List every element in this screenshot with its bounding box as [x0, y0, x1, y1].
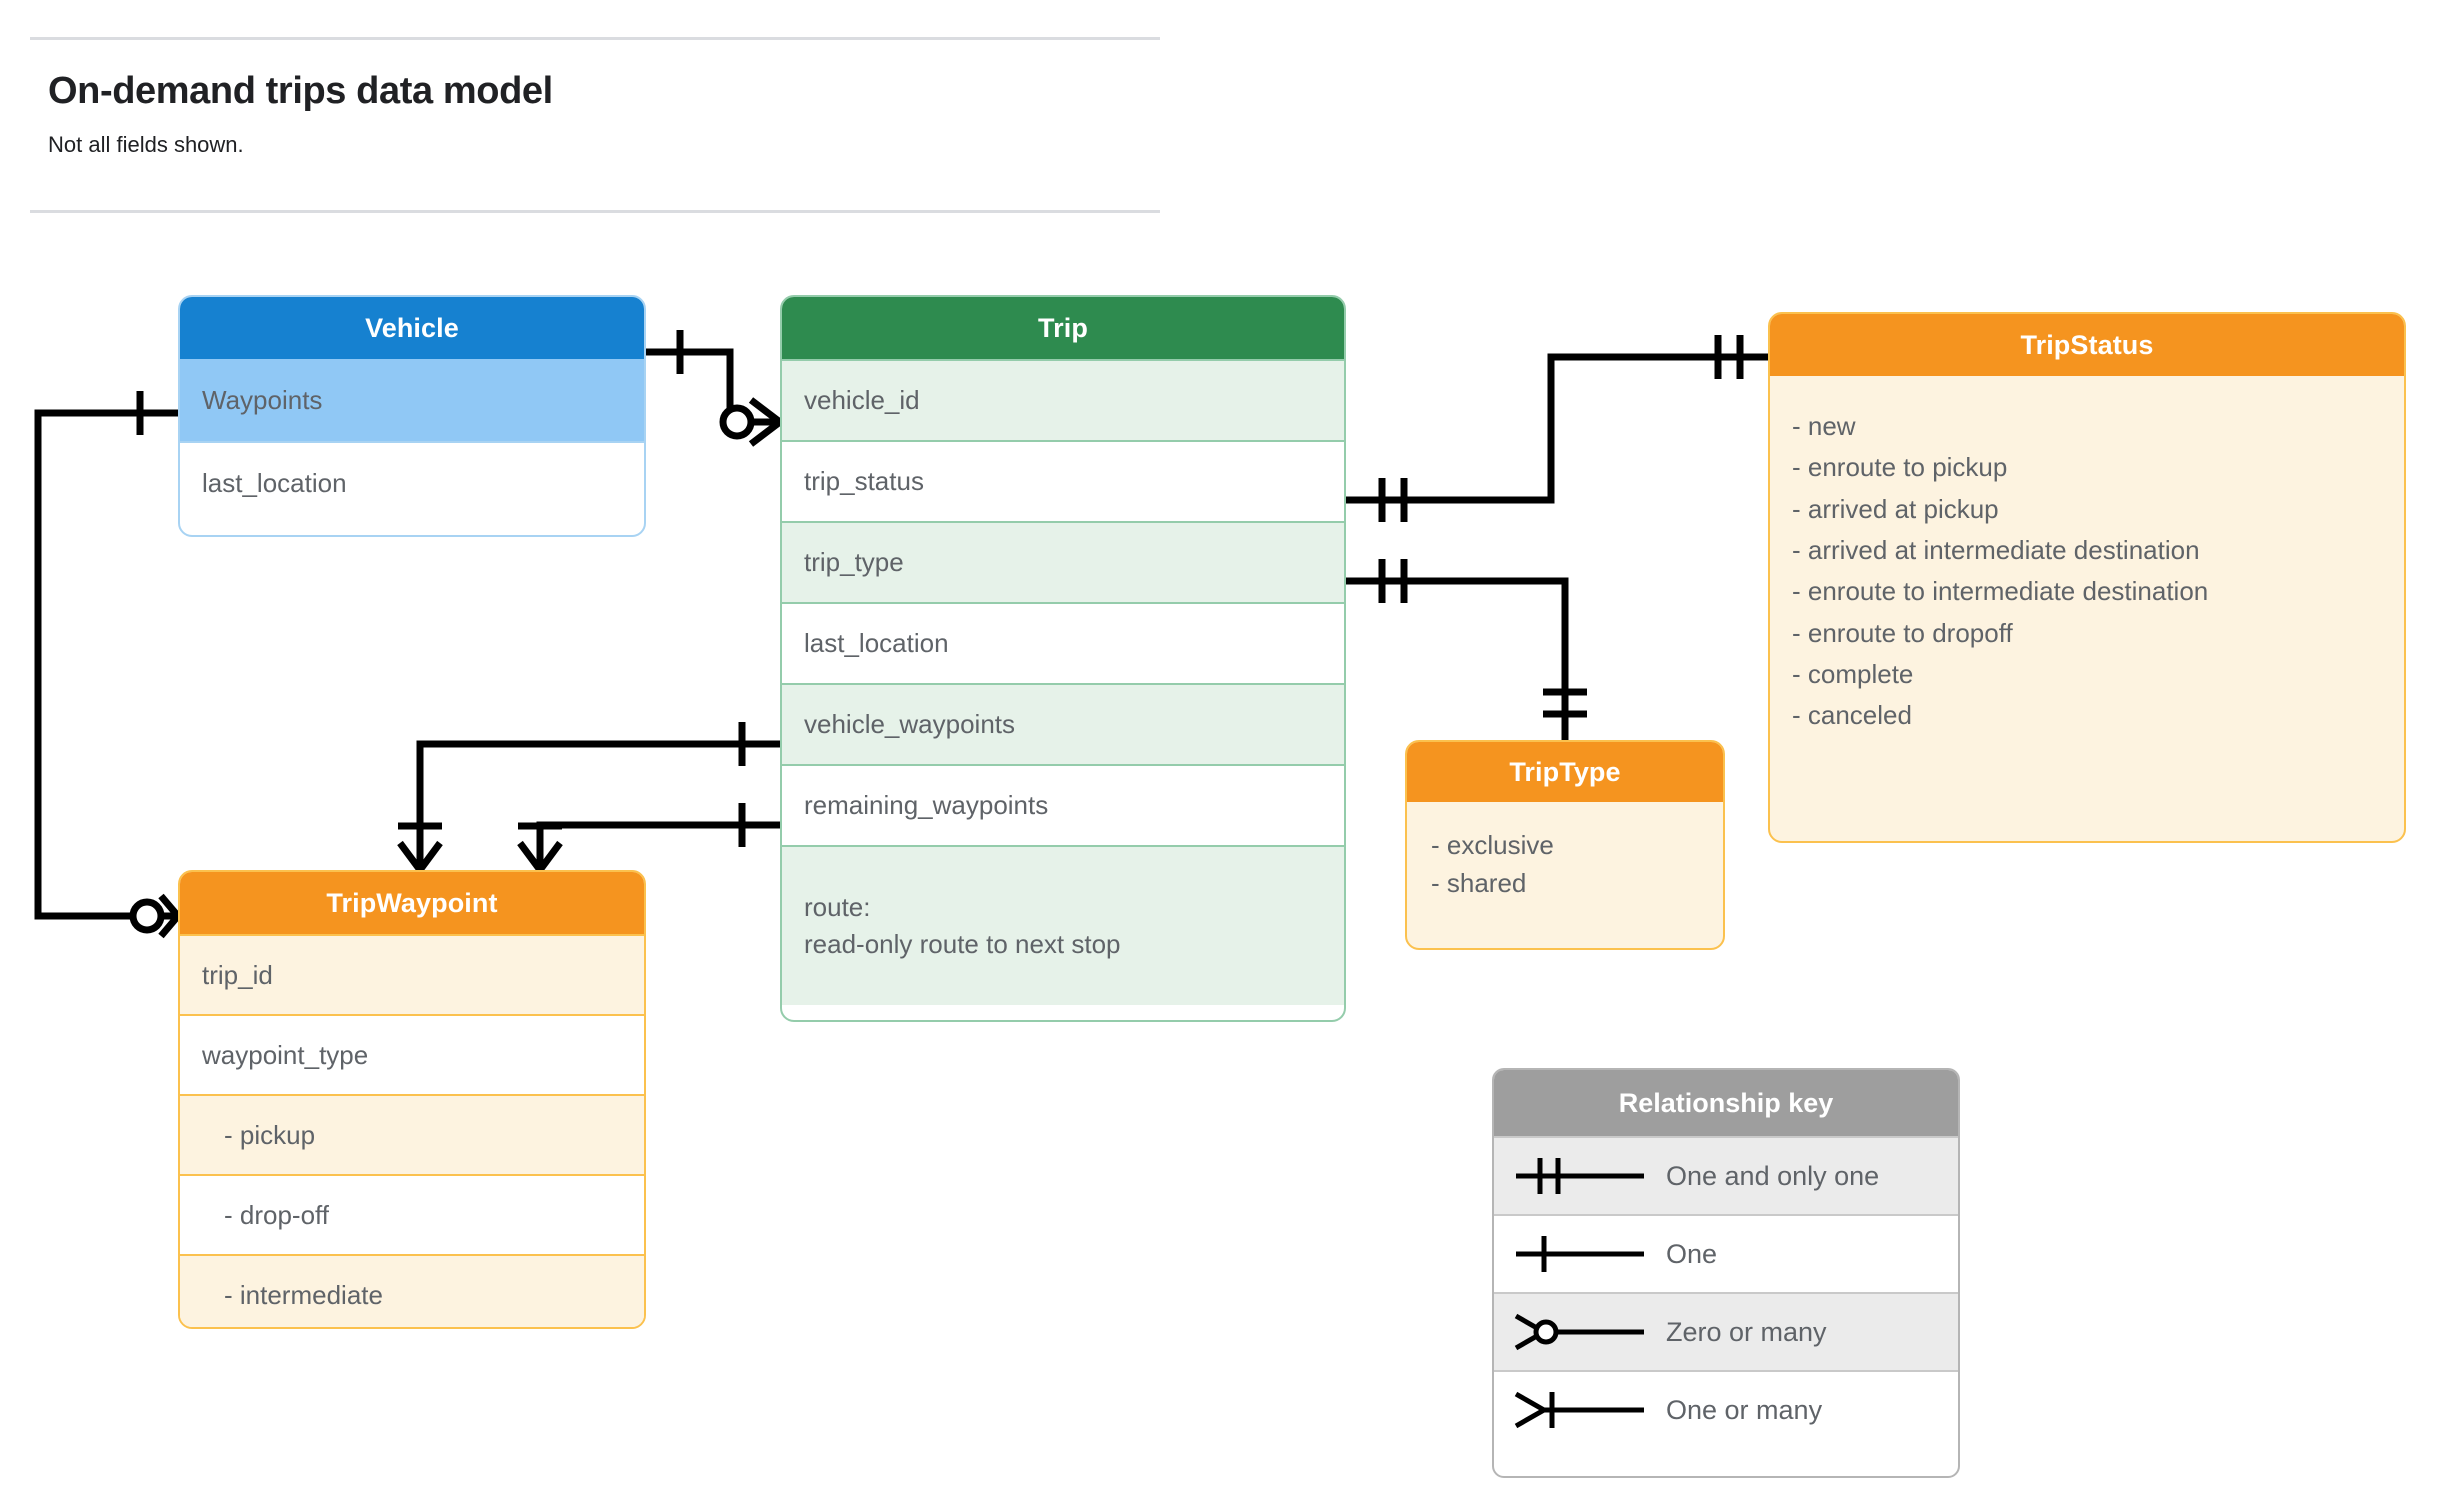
connector-vehicle-waypoints-field-to-tripwaypoint — [397, 722, 780, 873]
tripstatus-value: - enroute to pickup — [1792, 452, 2008, 483]
one-icon — [1494, 1230, 1666, 1278]
vehicle-field-waypoints[interactable]: Waypoints — [180, 359, 644, 441]
tripstatus-value: - enroute to intermediate destination — [1792, 576, 2209, 607]
connector-remaining-waypoints-to-tripwaypoint — [517, 803, 780, 873]
entity-triptype[interactable]: TripType - exclusive - shared — [1405, 740, 1725, 950]
legend-row-one-and-only-one: One and only one — [1494, 1136, 1958, 1214]
legend-label: One and only one — [1666, 1160, 1880, 1191]
legend-label: One or many — [1666, 1394, 1823, 1425]
legend-row-zero-or-many: Zero or many — [1494, 1292, 1958, 1370]
tripwaypoint-field-trip-id[interactable]: trip_id — [180, 934, 644, 1014]
legend-label: Zero or many — [1666, 1316, 1827, 1347]
tripstatus-value: - complete — [1792, 658, 1914, 689]
trip-field-vehicle-id[interactable]: vehicle_id — [782, 359, 1344, 440]
trip-field-trip-type[interactable]: trip_type — [782, 521, 1344, 602]
entity-tripstatus[interactable]: TripStatus - new - enroute to pickup - a… — [1768, 312, 2406, 843]
connector-trip-type-to-triptype — [1346, 559, 1587, 740]
header-divider-bottom — [30, 210, 1160, 213]
entity-triptype-title: TripType — [1407, 742, 1723, 802]
entity-tripwaypoint[interactable]: TripWaypoint trip_id waypoint_type - pic… — [178, 870, 646, 1329]
connector-vehicle-waypoints-to-tripwaypoint — [34, 391, 181, 939]
triptype-value-list: - exclusive - shared — [1407, 802, 1723, 903]
connector-vehicle-to-trip — [646, 330, 783, 447]
one-or-many-icon — [1494, 1386, 1666, 1434]
trip-field-remaining-waypoints[interactable]: remaining_waypoints — [782, 764, 1344, 845]
page-subtitle: Not all fields shown. — [48, 132, 244, 157]
connector-trip-status-to-tripstatus — [1346, 335, 1768, 522]
trip-field-last-location[interactable]: last_location — [782, 602, 1344, 683]
tripstatus-value: - enroute to dropoff — [1792, 617, 2013, 648]
zero-or-many-icon — [1494, 1308, 1666, 1356]
tripwaypoint-field-waypoint-type[interactable]: waypoint_type — [180, 1014, 644, 1094]
tripwaypoint-value-pickup[interactable]: - pickup — [180, 1094, 644, 1174]
page-title: On-demand trips data model — [48, 70, 553, 112]
header-divider-top — [30, 37, 1160, 40]
legend-row-one: One — [1494, 1214, 1958, 1292]
entity-trip[interactable]: Trip vehicle_id trip_status trip_type la… — [780, 295, 1346, 1022]
trip-field-route[interactable]: route: read-only route to next stop — [782, 845, 1344, 1005]
entity-vehicle-title: Vehicle — [180, 297, 644, 359]
relationship-key-title: Relationship key — [1494, 1070, 1958, 1136]
entity-tripwaypoint-title: TripWaypoint — [180, 872, 644, 934]
vehicle-field-last-location[interactable]: last_location — [180, 441, 644, 523]
trip-field-vehicle-waypoints[interactable]: vehicle_waypoints — [782, 683, 1344, 764]
entity-vehicle[interactable]: Vehicle Waypoints last_location — [178, 295, 646, 537]
one-and-only-one-icon — [1494, 1152, 1666, 1200]
relationship-key-legend: Relationship key One and only one One — [1492, 1068, 1960, 1478]
triptype-value: - exclusive — [1431, 830, 1554, 860]
legend-label: One — [1666, 1238, 1718, 1269]
tripstatus-value: - canceled — [1792, 700, 1912, 731]
entity-tripstatus-title: TripStatus — [1770, 314, 2404, 376]
tripstatus-value: - arrived at intermediate destination — [1792, 534, 2200, 565]
entity-trip-title: Trip — [782, 297, 1344, 359]
tripstatus-value: - arrived at pickup — [1792, 493, 1999, 524]
trip-field-trip-status[interactable]: trip_status — [782, 440, 1344, 521]
tripstatus-value-list: - new - enroute to pickup - arrived at p… — [1770, 376, 2404, 737]
tripwaypoint-value-intermediate[interactable]: - intermediate — [180, 1254, 644, 1327]
tripstatus-value: - new — [1792, 411, 1856, 441]
tripwaypoint-value-drop-off[interactable]: - drop-off — [180, 1174, 644, 1254]
triptype-value: - shared — [1431, 868, 1527, 899]
legend-row-one-or-many: One or many — [1494, 1370, 1958, 1448]
